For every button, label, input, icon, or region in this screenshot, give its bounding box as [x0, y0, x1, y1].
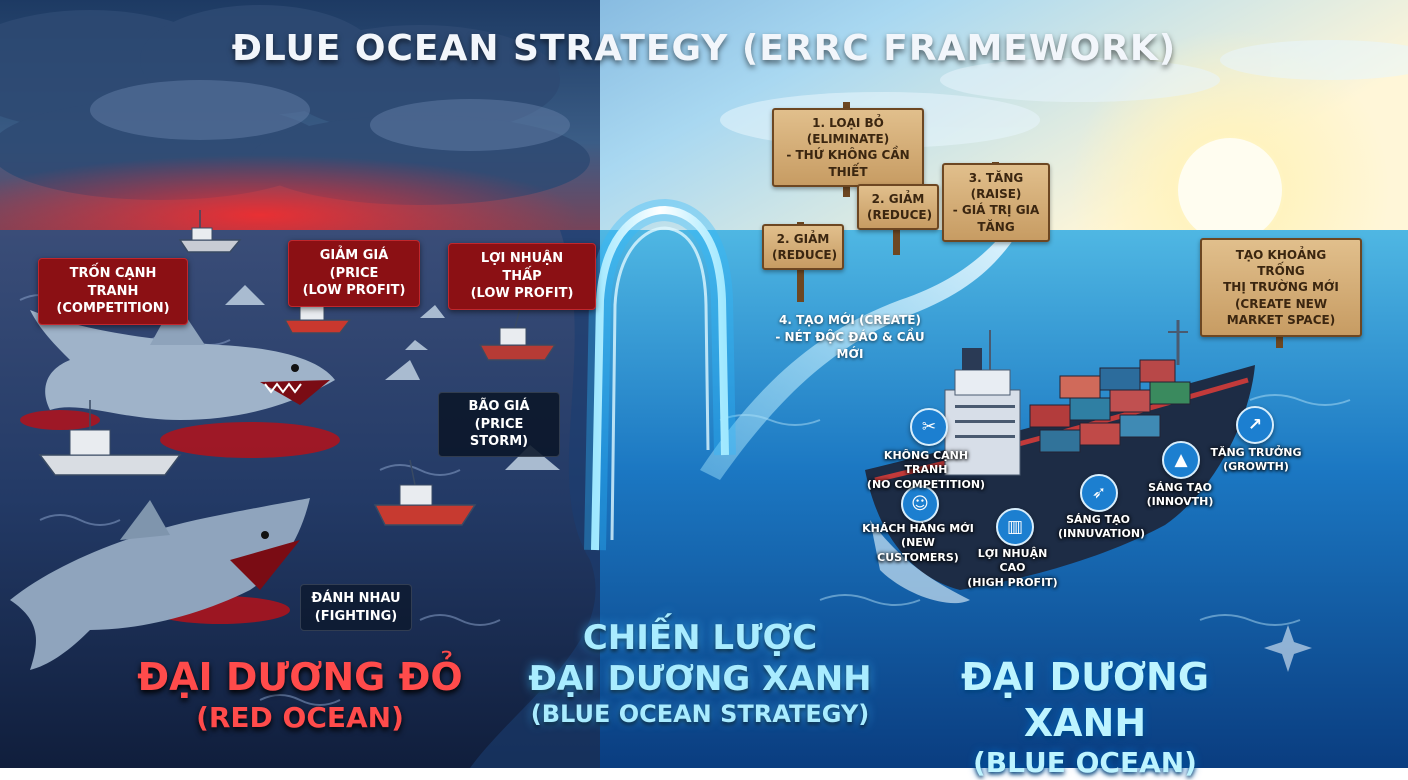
red-ocean-title-text: ĐẠI DƯƠNG ĐỎ: [137, 655, 463, 699]
blue-ocean-title: ĐẠI DƯƠNG XANH (BLUE OCEAN): [900, 655, 1270, 780]
tools-icon: ✂: [910, 408, 948, 446]
label-growth: TĂNG TRƯỞNG (GROWTH): [1210, 446, 1302, 474]
rising-chart-icon: ▲: [1162, 441, 1200, 479]
shark-lower: [10, 498, 310, 670]
sign-reduce-upper: 2. GIẢM (REDUCE): [857, 184, 939, 231]
label-fighting: ĐÁNH NHAU (FIGHTING): [300, 584, 412, 632]
rocket-icon: ➶: [1080, 474, 1118, 512]
label-low-profit: LỢI NHUẬN THẤP (LOW PROFIT): [448, 243, 596, 310]
sign-reduce-lower: 2. GIẢM (REDUCE): [762, 224, 844, 271]
label-high-profit: LỢI NHUẬN CAO (HIGH PROFIT): [967, 547, 1058, 589]
bar-chart-icon: ▥: [996, 508, 1034, 546]
strategy-subtitle: (BLUE OCEAN STRATEGY): [530, 699, 870, 728]
label-innovation-2: SÁNG TẠO (INNOVTH): [1146, 481, 1214, 509]
label-competition: TRỐN CẠNH TRANH (COMPETITION): [38, 258, 188, 325]
strategy-title-text: CHIẾN LƯỢC ĐẠI DƯƠNG XANH: [528, 618, 872, 699]
sign-eliminate: 1. LOẠI BỎ (ELIMINATE) - THỨ KHÔNG CẦN T…: [772, 108, 924, 187]
main-title: ĐLUE OCEAN STRATEGY (ERRC FRAMEWORK): [231, 28, 1177, 69]
strategy-title: CHIẾN LƯỢC ĐẠI DƯƠNG XANH (BLUE OCEAN ST…: [520, 618, 880, 728]
sign-new-market-space: TẠO KHOẢNG TRỐNG THỊ TRƯỜNG MỚI (CREATE …: [1200, 238, 1362, 337]
cargo-ship: [865, 320, 1255, 590]
label-price-cut: GIẢM GIÁ (PRICE (LOW PROFIT): [288, 240, 420, 307]
label-price-storm: BÃO GIÁ (PRICE STORM): [438, 392, 560, 457]
blue-ocean-subtitle: (BLUE OCEAN): [973, 746, 1197, 780]
label-new-customers: KHÁCH HÀNG MỚI (NEW CUSTOMERS): [862, 522, 974, 564]
growth-arrow-icon: ↗: [1236, 406, 1274, 444]
red-ocean-subtitle: (RED OCEAN): [196, 700, 404, 734]
sign-raise: 3. TĂNG (RAISE) - GIÁ TRỊ GIA TĂNG: [942, 163, 1050, 242]
label-create: 4. TẠO MỚI (CREATE) - NÉT ĐỘC ĐÁO & CẦU …: [775, 313, 925, 361]
red-ocean-title: ĐẠI DƯƠNG ĐỎ (RED OCEAN): [120, 655, 480, 734]
blue-ocean-title-text: ĐẠI DƯƠNG XANH: [960, 655, 1210, 745]
people-icon: ☺: [901, 485, 939, 523]
label-no-competition: KHÔNG CẠNH TRANH (NO COMPETITION): [866, 449, 986, 491]
label-innovation-1: SÁNG TẠO (INNUVATION): [1058, 513, 1146, 541]
